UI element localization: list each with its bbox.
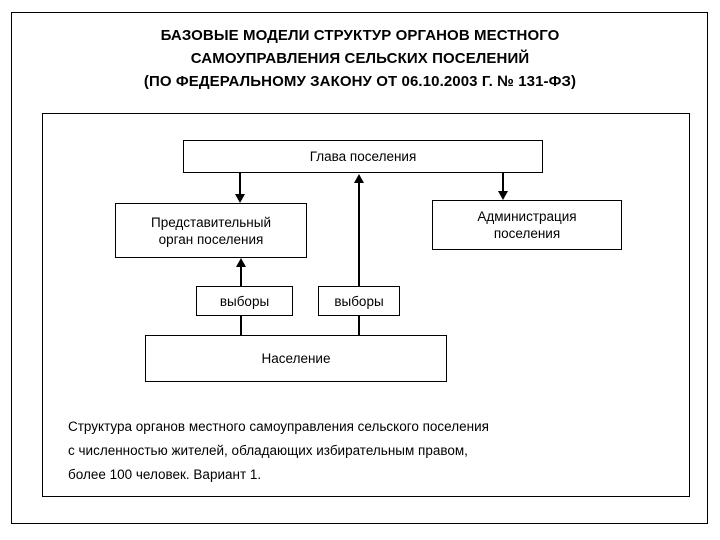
node-elections-left[interactable]: выборы	[196, 286, 293, 316]
caption-line-2: с численностью жителей, обладающих избир…	[68, 443, 468, 458]
connector-head-to-representative	[239, 173, 241, 196]
node-elections-right-label: выборы	[334, 293, 384, 309]
node-elections-left-label: выборы	[219, 293, 270, 309]
node-head-of-settlement[interactable]: Глава поселения	[183, 140, 543, 173]
node-administration[interactable]: Администрация поселения	[432, 200, 622, 250]
diagram-caption: Структура органов местного самоуправлени…	[68, 415, 668, 487]
arrowhead-up-head	[354, 174, 364, 183]
node-representative-line-1: Представительный	[150, 214, 271, 230]
connector-head-to-administration	[502, 173, 504, 192]
node-head-label: Глава поселения	[309, 149, 417, 164]
arrowhead-up-representative	[236, 258, 246, 267]
node-elections-right[interactable]: выборы	[318, 286, 400, 316]
node-population-label: Население	[261, 351, 331, 366]
connector-population-to-head	[358, 182, 360, 335]
title-line-3: (ПО ФЕДЕРАЛЬНОМУ ЗАКОНУ ОТ 06.10.2003 Г.…	[143, 73, 577, 90]
arrowhead-down-representative	[235, 194, 245, 203]
title-line-1: БАЗОВЫЕ МОДЕЛИ СТРУКТУР ОРГАНОВ МЕСТНОГО	[160, 27, 560, 44]
node-representative-body[interactable]: Представительный орган поселения	[115, 203, 307, 258]
node-administration-line-1: Администрация	[477, 209, 577, 224]
node-administration-line-2: поселения	[493, 226, 561, 241]
node-representative-label: Представительный орган поселения	[145, 214, 277, 248]
caption-line-1: Структура органов местного самоуправлени…	[68, 419, 489, 434]
node-population[interactable]: Население	[145, 335, 447, 382]
node-representative-line-2: орган поселения	[158, 231, 264, 247]
title-line-2: САМОУПРАВЛЕНИЯ СЕЛЬСКИХ ПОСЕЛЕНИЙ	[190, 50, 530, 67]
diagram-container	[42, 113, 690, 497]
arrowhead-down-administration	[498, 191, 508, 200]
slide-outer-border	[11, 12, 708, 524]
caption-line-3: более 100 человек. Вариант 1.	[68, 467, 262, 482]
node-administration-label: Администрация поселения	[471, 208, 582, 242]
page-title: БАЗОВЫЕ МОДЕЛИ СТРУКТУР ОРГАНОВ МЕСТНОГО…	[40, 24, 680, 93]
